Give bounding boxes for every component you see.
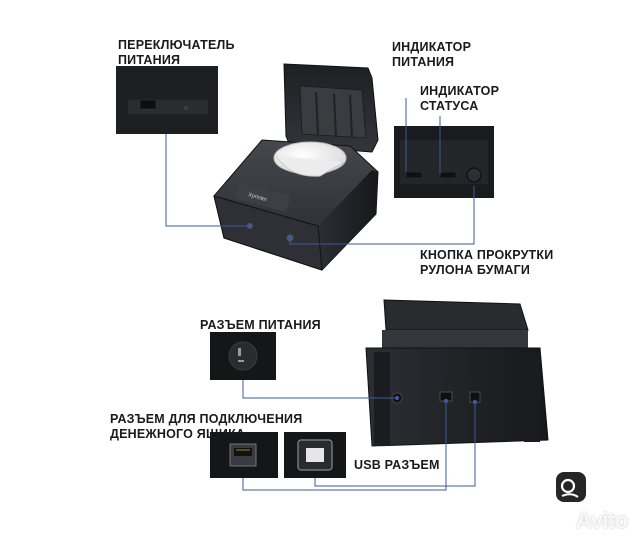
label-usb-port: USB РАЗЪЕМ <box>354 458 440 473</box>
label-cash-drawer-port: РАЗЪЕМ ДЛЯ ПОДКЛЮЧЕНИЯ ДЕНЕЖНОГО ЯЩИКА <box>110 412 302 442</box>
printer-brand-text: Xprinter <box>247 192 267 203</box>
leader-dots <box>247 223 478 405</box>
usb-inset <box>284 432 346 478</box>
leader-lines <box>165 98 476 491</box>
label-line: РАЗЪЕМ ДЛЯ ПОДКЛЮЧЕНИЯ <box>110 412 303 426</box>
avito-logo-icon <box>545 472 586 519</box>
watermark-text: Avito <box>576 508 628 533</box>
label-line: РАЗЪЕМ ПИТАНИЯ <box>200 318 321 332</box>
indicators-inset <box>394 126 494 198</box>
label-line: СТАТУСА <box>420 99 479 113</box>
label-power-indicator: ИНДИКАТОР ПИТАНИЯ <box>392 40 471 70</box>
printer-front-view <box>213 63 379 271</box>
printer-rear-view <box>365 299 549 447</box>
label-line: ИНДИКАТОР <box>420 84 500 98</box>
label-line: ИНДИКАТОР <box>392 40 472 54</box>
power-socket-inset <box>210 332 276 380</box>
label-line: USB РАЗЪЕМ <box>354 458 440 472</box>
cash-drawer-inset <box>210 432 278 478</box>
label-line: ПЕРЕКЛЮЧАТЕЛЬ <box>118 38 235 52</box>
label-paper-feed-button: КНОПКА ПРОКРУТКИ РУЛОНА БУМАГИ <box>420 248 553 278</box>
label-line: ДЕНЕЖНОГО ЯЩИКА <box>110 427 246 441</box>
avito-watermark: Avito <box>538 466 638 533</box>
power-switch-inset <box>116 66 218 134</box>
label-line: ПИТАНИЯ <box>118 53 181 67</box>
label-power-switch: ПЕРЕКЛЮЧАТЕЛЬ ПИТАНИЯ <box>118 38 235 68</box>
label-status-indicator: ИНДИКАТОР СТАТУСА <box>420 84 499 114</box>
label-power-socket: РАЗЪЕМ ПИТАНИЯ <box>200 318 321 333</box>
label-line: ПИТАНИЯ <box>392 55 455 69</box>
label-line: КНОПКА ПРОКРУТКИ <box>420 248 554 262</box>
label-line: РУЛОНА БУМАГИ <box>420 263 531 277</box>
